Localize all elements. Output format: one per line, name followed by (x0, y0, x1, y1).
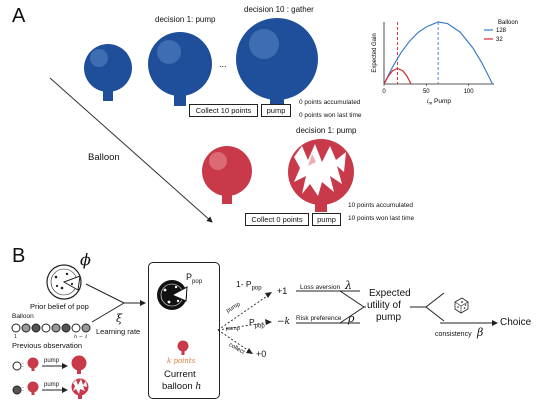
collect-0-points-button[interactable]: Collect 0 points (245, 213, 309, 226)
legend-pump-2: pump (44, 382, 60, 388)
rho-symbol: ρ (348, 312, 355, 325)
minus-k: −k (277, 317, 290, 327)
points-accumulated-2: 10 points accumulated (348, 202, 414, 209)
prior-belief-label: Prior belief of pop (30, 302, 89, 311)
lambda-symbol: λ (345, 279, 352, 292)
x-tick-label-2: 100 (464, 89, 475, 95)
x-axis-label: im Pump (427, 98, 451, 106)
pump-button-2[interactable]: pump (312, 213, 341, 226)
k-points-label: k points (167, 357, 196, 365)
legend-label-128: 128 (496, 28, 507, 34)
points-won-last: 0 points won last time (299, 112, 362, 119)
choice-label: Choice (500, 317, 532, 328)
blue-balloon-small (84, 44, 132, 101)
p-pop-current: Ppop (186, 273, 202, 285)
learning-rate-label: Learning rate (96, 327, 141, 336)
expected-utility-3: pump (376, 312, 402, 323)
consistency-label: consistency (435, 331, 472, 338)
pump-branch-label-2: pump (226, 326, 240, 332)
legend-title: Balloon (498, 20, 518, 26)
expected-gain-chart: 0 50 100 Expected Gain im Pump Balloon 128 32 (372, 20, 518, 106)
x-label-sub: m (428, 101, 432, 106)
dice-icon (454, 297, 469, 314)
panel-b-label: B (12, 245, 26, 267)
ppop-sub-2: pop (254, 323, 265, 330)
legend-arrow-1 (42, 363, 68, 369)
legend-popped-balloon (71, 378, 89, 399)
p-pop-sub: pop (192, 278, 203, 285)
current-red-balloon (177, 340, 189, 355)
ppop-letter-2: P (249, 317, 255, 327)
panel-a-label: A (12, 5, 26, 27)
phi-symbol: ϕ (80, 250, 91, 269)
legend-label-32: 32 (496, 37, 503, 43)
blue-balloon-medium (148, 32, 212, 106)
expected-utility-2: utility of (367, 300, 401, 311)
legend-dark-circle (12, 385, 22, 395)
red-balloon-popped (288, 139, 354, 212)
index-1: 1 (14, 334, 17, 340)
points-won-last-2: 10 points won last time (348, 215, 415, 222)
beta-symbol: β (477, 326, 484, 339)
previous-observation-label: Previous observation (12, 341, 83, 350)
collect-10-points-button[interactable]: Collect 10 points (189, 104, 258, 117)
one-minus-p-sub: pop (251, 285, 262, 292)
risk-preference-label: Risk preference (296, 315, 342, 322)
balloon-word: balloon (162, 381, 193, 392)
decision-1-popped-label: decision 1: pump (296, 126, 357, 135)
decision-1-label: decision 1: pump (155, 15, 216, 24)
balloon-h-label: balloon h (162, 382, 201, 392)
p-pop-letter: P (186, 272, 193, 282)
previous-observations (11, 323, 91, 333)
legend-colon-2: : (22, 386, 24, 393)
x-label-i: i (427, 98, 429, 105)
x-tick-label-1: 50 (423, 89, 430, 95)
expected-utility-1: Expected (369, 288, 411, 299)
legend-white-circle (12, 361, 22, 371)
decision-10-label: decision 10 : gather (244, 5, 314, 14)
ellipsis-text: ... (219, 59, 227, 69)
balloon-label: Balloon (88, 152, 120, 163)
legend-pump-1: pump (44, 358, 60, 364)
xi-symbol: ξ (116, 312, 123, 325)
series-line-32 (383, 67, 412, 85)
pump-button[interactable]: pump (261, 104, 291, 117)
pizza-icon (46, 264, 82, 300)
one-minus-p: 1- P (236, 279, 252, 289)
balloon-h: h (195, 381, 202, 392)
loss-aversion-label: Loss aversion (300, 284, 341, 291)
x-tick-label-0: 0 (382, 89, 386, 95)
ppop-branch: Ppop (249, 318, 265, 330)
legend-red-balloon-1 (27, 357, 39, 371)
legend-red-balloon-2 (27, 381, 39, 395)
legend-red-balloon-big (71, 355, 87, 374)
plus-one: +1 (277, 286, 288, 296)
red-balloon (202, 146, 252, 204)
series-line-128 (383, 21, 493, 85)
balloon-small-label: Balloon (12, 313, 34, 320)
x-label-rest: Pump (432, 98, 451, 105)
pizza-current-icon (157, 280, 188, 310)
one-minus-ppop: 1- Ppop (236, 280, 262, 292)
points-accumulated: 0 points accumulated (299, 99, 361, 106)
legend-arrow-2 (42, 387, 68, 393)
index-h-minus-1: h − 1 (74, 334, 88, 340)
legend-colon-1: : (22, 362, 24, 369)
current-label: Current (164, 369, 196, 380)
y-axis-label: Expected Gain (372, 33, 378, 72)
plus-zero: +0 (256, 349, 267, 359)
